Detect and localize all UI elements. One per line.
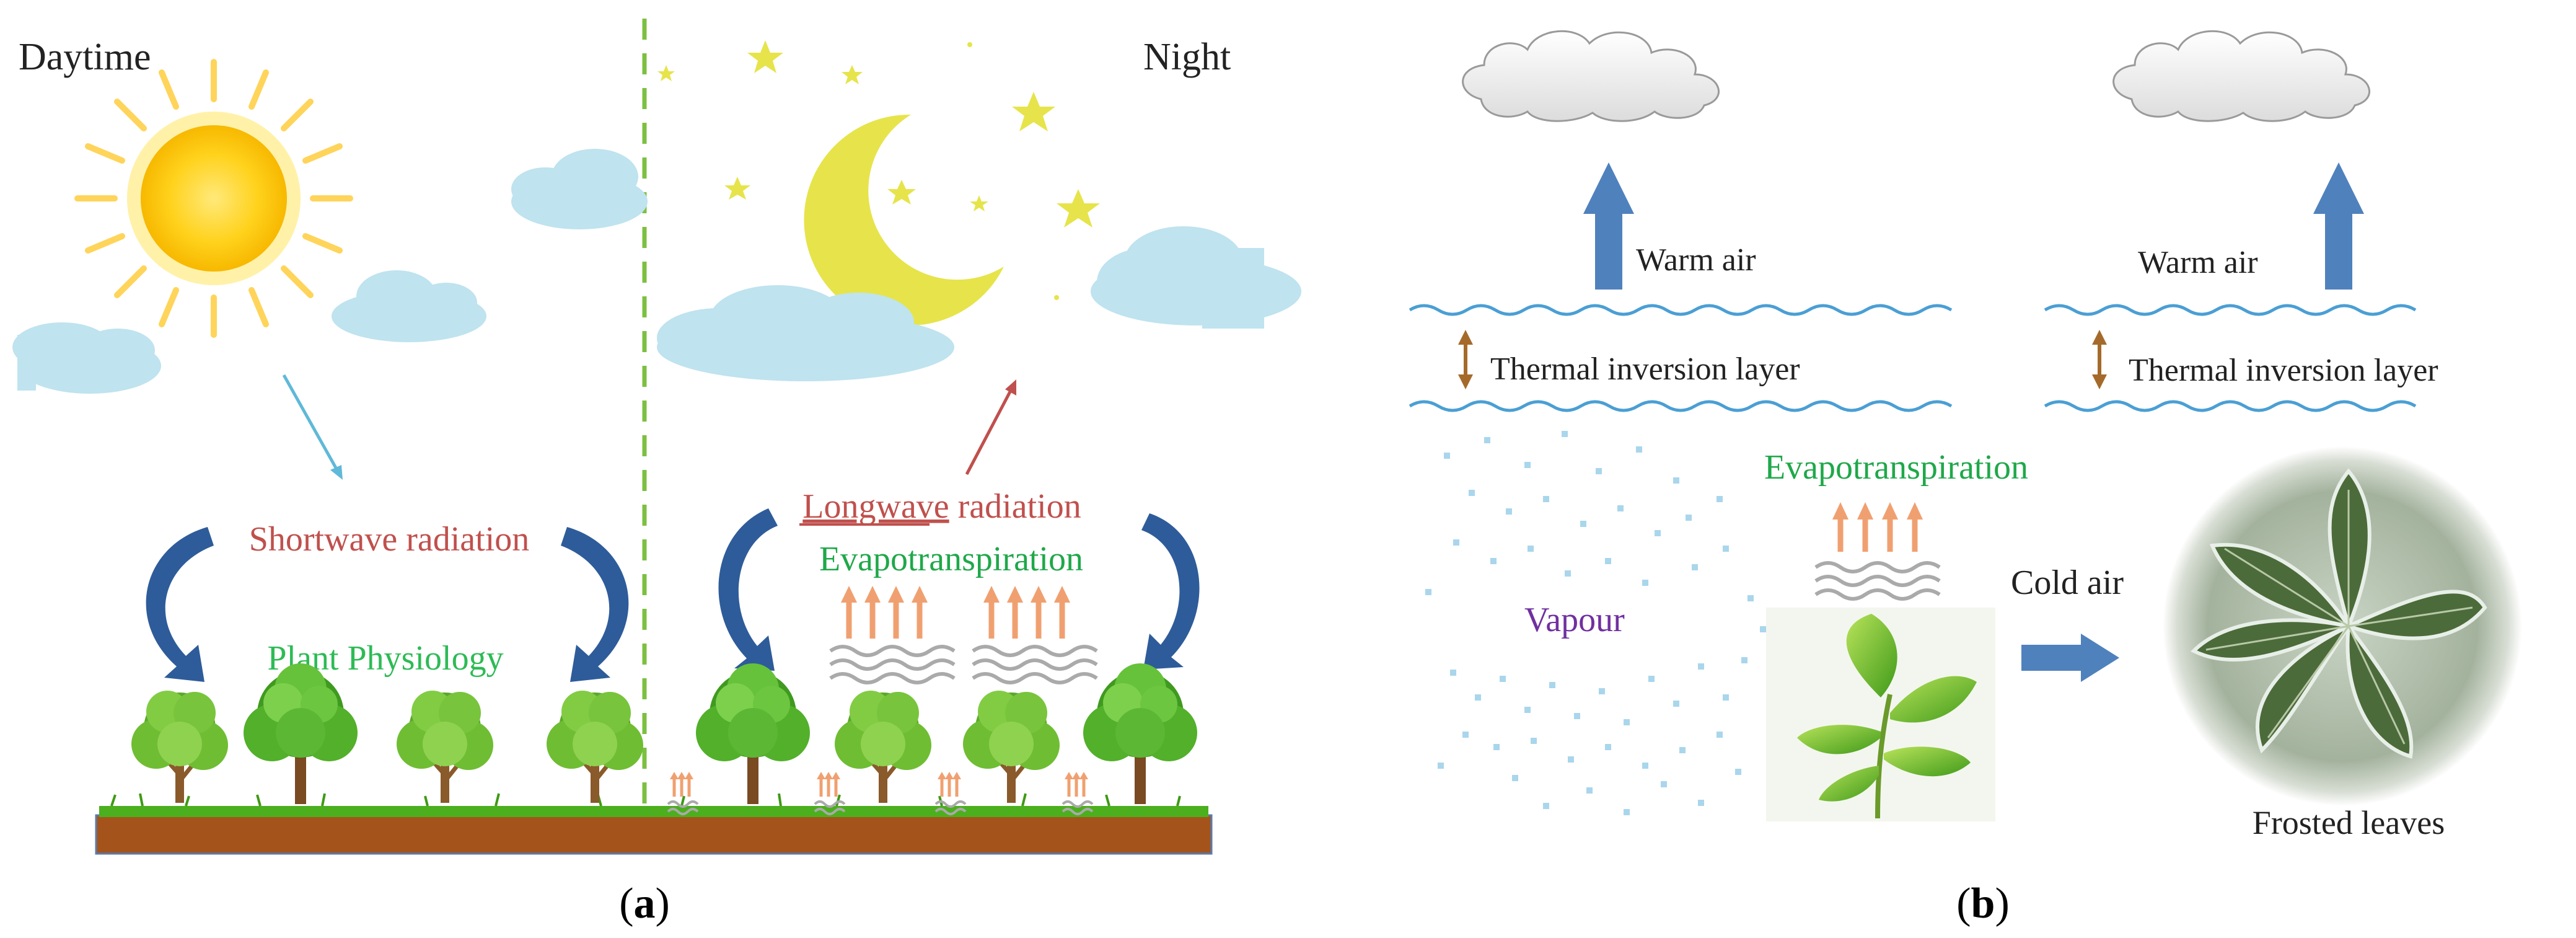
warm-air-label-left: Warm air [1636,242,1756,278]
curved-arrow-icon [718,508,778,671]
tree-icon [963,691,1060,803]
moon-icon [804,114,1004,325]
cloud-icon [1462,30,1720,122]
evapotranspiration-label-b: Evapotranspiration [1764,448,2028,487]
grass-strip [99,806,1208,817]
cold-air-label: Cold air [2011,564,2124,602]
warm-air-label-right: Warm air [2138,245,2258,280]
vapour-dots [1425,431,1766,815]
evapotranspiration-night-label: Evapotranspiration [819,540,1083,578]
tree-icon [835,691,931,803]
caption-a: (a) [619,880,670,927]
ground-strip [95,814,1213,855]
cloud-icon [1091,226,1301,329]
frosted-leaves-label: Frosted leaves [2253,804,2445,841]
cloud-icon [657,285,954,381]
thermal-inversion-label-left: Thermal inversion layer [1490,352,1800,387]
evapotranspiration-arrows-icon [1814,502,1941,601]
panel-b: Warm air Warm air Thermal inversion laye… [1409,30,2522,927]
inversion-wave-top-left [1409,304,1953,316]
star-icon [657,40,1100,300]
caption-b: (b) [1956,880,2010,927]
tree-icon [397,691,493,803]
shortwave-arrow [282,374,343,480]
warm-air-arrow-right [2313,162,2364,290]
curved-arrow-icon [561,527,629,682]
tree-icon [696,663,810,804]
tree-icon [244,663,358,804]
cloud-icon [332,270,486,342]
cloud-icon [511,149,648,229]
inversion-double-arrow-right [2092,330,2107,389]
vapour-label: Vapour [1524,601,1625,639]
cloud-icon [2112,30,2371,122]
thermal-inversion-label-right: Thermal inversion layer [2129,353,2438,388]
evapotranspiration-arrows-icon [829,586,1098,684]
tree-icon [547,691,643,803]
inversion-wave-top-right [2044,304,2417,316]
longwave-radiation-word: radiation [949,487,1081,526]
daytime-label: Daytime [19,36,151,78]
sun-icon [74,59,353,338]
tree-icon [131,691,228,803]
longwave-arrow [965,379,1016,476]
shortwave-radiation-label: Shortwave radiation [249,520,530,559]
cold-air-arrow [2021,634,2119,682]
longwave-word: Longwave [802,487,949,526]
warm-air-arrow-left [1583,162,1634,290]
panel-a: Daytime Night [12,19,1301,927]
inversion-wave-bottom-left [1409,400,1953,412]
curved-arrow-icon [146,527,214,682]
frosted-leaves-image [2163,446,2522,806]
inversion-double-arrow-left [1458,330,1473,389]
tree-icon [1083,663,1197,804]
night-label: Night [1143,36,1231,78]
svg-text:Longwave radiation: Longwave radiation [802,487,1081,526]
inversion-wave-bottom-right [2044,400,2417,412]
cloud-icon [12,322,161,394]
curved-arrow-icon [1141,513,1200,670]
tea-plant-image [1766,608,1995,821]
